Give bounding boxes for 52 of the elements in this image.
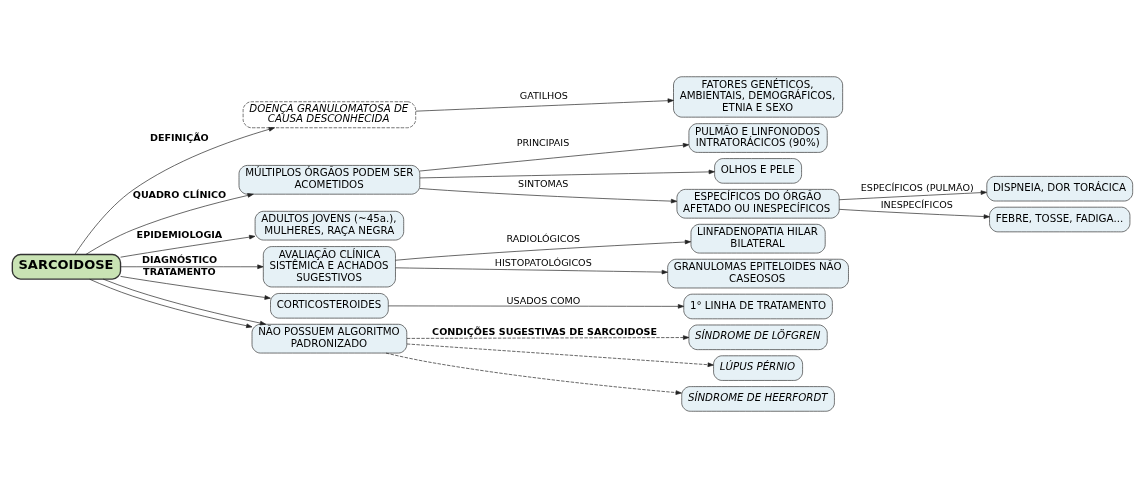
node-box: NÃO POSSUEM ALGORITMO PADRONIZADO — [251, 323, 408, 353]
edge-label: RADIOLÓGICOS — [506, 232, 581, 244]
node-box: LINFADENOPATIA HILAR BILATERAL — [690, 223, 826, 253]
node-box: GRANULOMAS EPITELOIDES NÃO CASEOSOS — [667, 258, 849, 288]
arrow — [838, 189, 987, 200]
edge-label: INESPECÍFICOS — [880, 198, 953, 210]
arrow — [388, 303, 685, 309]
edge-label: GATILHOS — [519, 89, 568, 101]
node-box: FEBRE, TOSSE, FADIGA... — [989, 206, 1131, 232]
node-box: ESPECÍFICOS DO ÓRGÃO AFETADO OU INESPECÍFICOS — [676, 188, 840, 218]
node-box: OLHOS E PELE — [714, 157, 802, 184]
node-box: SARCOIDOSE — [11, 253, 122, 280]
arrow — [120, 234, 256, 258]
arrow — [838, 208, 990, 219]
edge-label: PRINCIPAIS — [516, 136, 570, 148]
arrow — [74, 126, 275, 255]
arrow — [89, 278, 253, 328]
edge-label: QUADRO CLÍNICO — [132, 188, 227, 200]
edge-label: EPIDEMIOLOGIA — [136, 228, 223, 240]
node-box: SÍNDROME DE HEERFORDT — [681, 385, 835, 412]
node-box: DISPNEIA, DOR TORÁCICA — [986, 175, 1133, 201]
node-box: LÚPUS PÉRNIO — [713, 354, 803, 381]
arrow — [415, 97, 674, 112]
node-box: DOENÇA GRANULOMATOSA DE CAUSA DESCONHECIDA — [242, 100, 416, 128]
arrow — [395, 267, 668, 274]
edge-label: ESPECÍFICOS (PULMÃO) — [860, 181, 974, 193]
arrow — [120, 275, 271, 300]
arrow — [419, 169, 715, 178]
arrow — [385, 352, 682, 395]
node-box: PULMÃO E LINFONODOS INTRATORÁCICOS (90%) — [688, 122, 828, 153]
edge-label: SINTOMAS — [518, 177, 569, 189]
arrow — [419, 142, 690, 171]
arrow — [419, 187, 678, 203]
edge-label: USADOS COMO — [506, 294, 581, 306]
edge-label: CONDIÇÕES SUGESTIVAS DE SARCOIDOSE — [432, 325, 658, 337]
edge-label: DEFINIÇÃO — [149, 131, 209, 143]
node-box: ADULTOS JOVENS (~45a.), MULHERES, RAÇA NEGRA — [254, 210, 405, 240]
edge-label: TRATAMENTO — [143, 265, 216, 277]
node-box: CORTICOSTEROIDES — [270, 292, 389, 318]
node-box: SÍNDROME DE LÖFGREN — [688, 324, 828, 350]
arrow — [395, 239, 692, 261]
arrow — [406, 343, 714, 367]
arrow — [120, 264, 264, 269]
node-box: MÚLTIPLOS ÓRGÃOS PODEM SER ACOMETIDOS — [238, 164, 421, 194]
arrow — [406, 334, 690, 340]
node-box: 1° LINHA DE TRATAMENTO — [683, 293, 833, 319]
arrow — [85, 192, 254, 255]
node-box: AVALIAÇÃO CLÍNICA SISTÊMICA E ACHADOS SUGESTIVOS — [263, 245, 396, 287]
node-box: FATORES GENÉTICOS, AMBIENTAIS, DEMOGRÁFICOS, ETNIA E SEXO — [673, 75, 843, 117]
edge-label: DIAGNÓSTICO — [142, 253, 218, 265]
edge-label: HISTOPATOLÓGICOS — [494, 256, 592, 268]
arrow — [102, 278, 267, 325]
